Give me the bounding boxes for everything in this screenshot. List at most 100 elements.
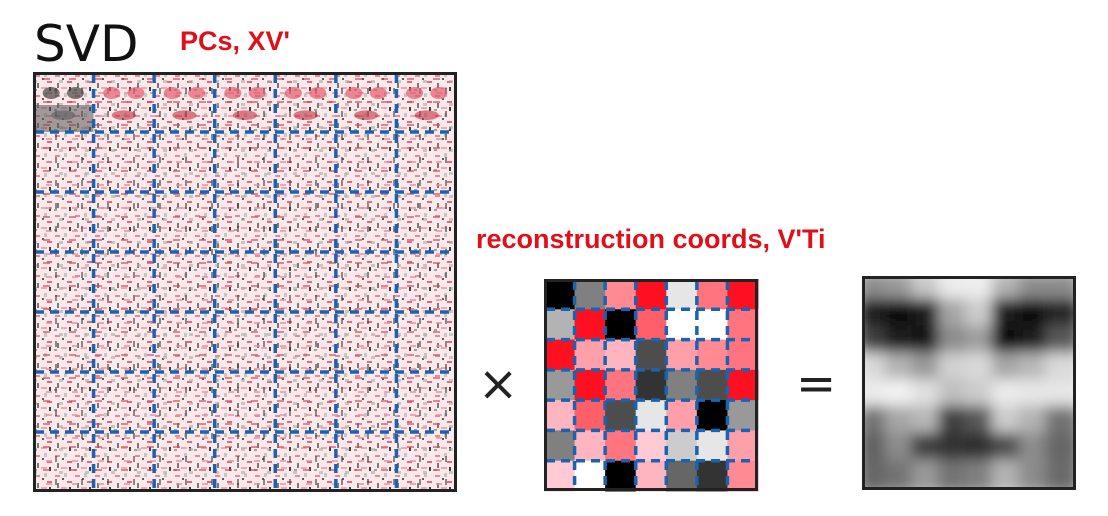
- coord-cell: [635, 460, 667, 492]
- pc-feature: [66, 87, 84, 99]
- coord-cell: [574, 430, 606, 462]
- pc-cell-texture: [275, 372, 336, 432]
- coord-cell: [727, 400, 759, 431]
- pc-cell-texture: [396, 72, 457, 132]
- coord-cell: [666, 460, 698, 492]
- pc-cell-texture: [93, 312, 155, 372]
- coord-cell: [544, 369, 576, 401]
- pc-feature: [188, 87, 206, 99]
- pc-feature: [172, 110, 197, 120]
- coord-cell: [605, 369, 637, 401]
- coord-cell: [635, 369, 667, 401]
- pc-feature: [42, 87, 60, 99]
- coord-cell: [635, 430, 667, 462]
- pc-feature: [414, 110, 439, 120]
- coord-cell: [635, 339, 667, 371]
- pc-cell-texture: [154, 132, 215, 192]
- pc-cell-texture: [275, 312, 336, 372]
- coord-cell: [574, 309, 606, 341]
- coord-cell: [605, 309, 637, 341]
- pc-cell-texture: [335, 192, 397, 252]
- pc-cell-texture: [335, 72, 397, 132]
- pc-cell-texture: [335, 132, 397, 192]
- face-pixel: [1045, 459, 1073, 487]
- pc-cell-texture: [33, 432, 94, 492]
- pc-cell-texture: [33, 372, 94, 432]
- pc-feature: [111, 110, 136, 120]
- pc-cell-texture: [93, 432, 155, 492]
- pcs-cells: [33, 72, 457, 492]
- pc-feature: [369, 87, 387, 99]
- coord-cell: [544, 309, 576, 341]
- pc-cell-texture: [93, 192, 155, 252]
- pc-feature: [248, 87, 266, 99]
- pc-cell-texture: [154, 372, 215, 432]
- pc-cell-texture: [93, 372, 155, 432]
- coord-cell: [574, 369, 606, 401]
- pc-cell-texture: [214, 252, 276, 312]
- coord-cell: [727, 279, 759, 310]
- coord-cell: [696, 339, 728, 371]
- coord-cell: [666, 339, 698, 371]
- pc-feature: [345, 87, 363, 99]
- coord-cell: [574, 400, 606, 431]
- pc-cell-texture: [335, 252, 397, 312]
- coord-cell: [605, 400, 637, 431]
- face-pixels: [865, 279, 1073, 487]
- coord-cell: [544, 460, 576, 492]
- svd-title: SVD: [34, 15, 139, 73]
- pc-feature: [406, 87, 424, 99]
- times-symbol: ×: [478, 356, 519, 412]
- pc-cell-texture: [275, 72, 336, 132]
- pc-cell-texture: [214, 372, 276, 432]
- coord-cell: [696, 279, 728, 310]
- coord-cell: [635, 309, 667, 341]
- pc-feature: [354, 110, 379, 120]
- pc-cell-texture: [335, 312, 397, 372]
- pc-feature: [232, 110, 258, 120]
- coords-label: reconstruction coords, V'Ti: [476, 224, 826, 254]
- pc-feature: [163, 87, 181, 99]
- pc-cell-texture: [154, 72, 215, 132]
- coord-cell: [666, 369, 698, 401]
- pc-feature: [293, 110, 318, 120]
- coords-grid-lines: [546, 281, 756, 489]
- pc-cell-texture: [275, 192, 336, 252]
- pc-feature: [103, 87, 121, 99]
- pc-cell-texture: [396, 192, 457, 252]
- pc-cell-texture: [214, 312, 276, 372]
- coord-cell: [544, 430, 576, 462]
- pc-cell-texture: [33, 312, 94, 372]
- coord-cell: [574, 460, 606, 492]
- coord-cell: [605, 460, 637, 492]
- pc-cell-texture: [396, 312, 457, 372]
- pc-cell-texture: [275, 132, 336, 192]
- face-frame: [862, 276, 1076, 490]
- pc-feature: [430, 87, 448, 99]
- pcs-label: PCs, XV': [180, 26, 290, 56]
- coord-cell: [696, 430, 728, 462]
- pc-feature: [224, 87, 242, 99]
- coord-cell: [635, 279, 667, 310]
- coord-cell: [696, 460, 728, 492]
- principal-components-grid: [33, 72, 457, 492]
- coord-cell: [666, 309, 698, 341]
- coord-cell: [544, 279, 576, 310]
- coord-cell: [544, 339, 576, 371]
- coord-cell: [635, 400, 667, 431]
- reconstruction-coords-grid: [544, 279, 759, 492]
- pc-cell-texture: [33, 132, 94, 192]
- coord-cell: [727, 460, 759, 492]
- coords-cells: [544, 279, 759, 492]
- coord-cell: [574, 339, 606, 371]
- pc-cell-texture: [396, 132, 457, 192]
- coord-cell: [727, 309, 759, 341]
- pc-cell-texture: [214, 192, 276, 252]
- pc-cell-texture: [275, 252, 336, 312]
- pc-cell-texture: [396, 372, 457, 432]
- coord-cell: [605, 279, 637, 310]
- pc-feature: [127, 87, 145, 99]
- pc-cell-texture: [396, 432, 457, 492]
- pc-cell-texture: [214, 132, 276, 192]
- coord-cell: [696, 400, 728, 431]
